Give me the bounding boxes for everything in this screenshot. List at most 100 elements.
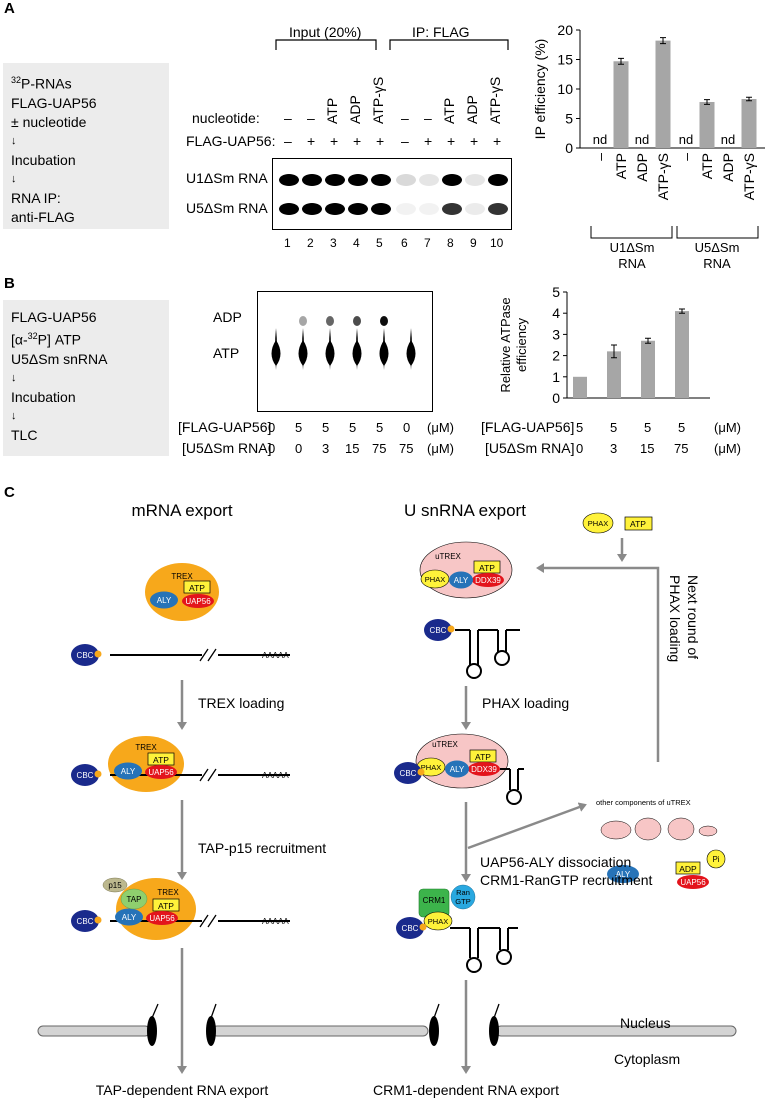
flag-mark: + xyxy=(353,133,362,149)
y-tick-label: 3 xyxy=(552,326,560,342)
atp-spot-trail xyxy=(302,328,304,370)
protocol-line: FLAG-UAP56 xyxy=(11,94,97,111)
nd-label: nd xyxy=(721,132,735,147)
chart-flag-value: 5 xyxy=(678,420,686,435)
flag-mark: + xyxy=(307,133,316,149)
tap-label: TAP xyxy=(127,895,142,904)
nucleotide-label: ATP xyxy=(441,97,457,124)
chart-u5-value: 3 xyxy=(610,441,618,456)
tlc-flag-value: 5 xyxy=(349,420,357,435)
lane-number: 6 xyxy=(401,236,408,250)
protocol-arrow: ↓ xyxy=(11,371,17,384)
u5-band xyxy=(371,203,391,215)
ip-header: IP: FLAG xyxy=(412,24,470,40)
crm1-dependent-export: CRM1-dependent RNA export xyxy=(373,1082,559,1098)
error-bar xyxy=(611,344,617,359)
chart-b-unit-1: (μM) xyxy=(714,420,741,435)
nucleotide-label: ADP xyxy=(464,95,480,124)
tap-dependent-export: TAP-dependent RNA export xyxy=(96,1082,269,1098)
y-tick-label: 2 xyxy=(552,348,560,364)
error-bar xyxy=(645,337,651,344)
lane-number: 9 xyxy=(470,236,477,250)
u5-band xyxy=(348,203,368,215)
protocol-arrow: ↓ xyxy=(11,409,17,422)
phax-label: PHAX xyxy=(421,763,441,772)
protocol-line: TLC xyxy=(11,426,38,443)
panel-b-label: B xyxy=(4,275,15,292)
lane-number: 8 xyxy=(447,236,454,250)
error-bar xyxy=(746,96,752,102)
u1-band xyxy=(465,174,485,186)
protocol-arrow: ↓ xyxy=(11,172,17,185)
phax-label: PHAX xyxy=(588,519,608,528)
nd-label: nd xyxy=(593,132,607,147)
aly-label: ALY xyxy=(450,765,465,774)
cbc-label: CBC xyxy=(77,917,94,926)
y-tick-label: 15 xyxy=(557,52,573,68)
nd-label: nd xyxy=(635,132,649,147)
lane-number: 7 xyxy=(424,236,431,250)
x-tick-label: – xyxy=(678,153,694,161)
rna-ip-gel xyxy=(272,158,512,230)
protocol-line: U5ΔSm snRNA xyxy=(11,350,108,367)
u5-band xyxy=(325,203,345,215)
adp-spot xyxy=(326,316,334,326)
x-tick-label: ATP xyxy=(699,153,715,179)
chart-flag-value: 5 xyxy=(644,420,652,435)
chart-u5-value: 0 xyxy=(576,441,584,456)
u1-band xyxy=(325,174,345,186)
tap-p15-trex-complex: TREX ATP UAP56 ALY TAP p15 CBC AAAAA xyxy=(71,877,290,940)
polya-label: AAAAA xyxy=(262,917,289,926)
flag-mark: + xyxy=(447,133,456,149)
atp-label: ATP xyxy=(475,752,491,762)
protocol-line: ± nucleotide xyxy=(11,113,87,130)
adp-spot xyxy=(299,316,307,326)
crm1-label: CRM1 xyxy=(423,896,446,905)
nucleotide-row-label: nucleotide: xyxy=(192,110,260,126)
ddx39-label: DDX39 xyxy=(471,765,497,774)
ran-label-2: GTP xyxy=(455,897,470,906)
chart-flag-value: 5 xyxy=(610,420,618,435)
lane-number: 1 xyxy=(284,236,291,250)
panel-a-protocol-box: 32P-RNAs FLAG-UAP56 ± nucleotide ↓ Incub… xyxy=(3,63,169,229)
protocol-line: anti-FLAG xyxy=(11,208,75,225)
protocol-line: P-RNAs xyxy=(21,75,72,92)
trex-complex-on-mrna: TREX ATP UAP56 ALY CBC AAAAA xyxy=(71,736,290,792)
aly-label: ALY xyxy=(616,870,631,879)
chart-b-u5-label: [U5ΔSm RNA] xyxy=(485,440,575,456)
cbc-label: CBC xyxy=(402,924,419,933)
tlc-flag-value: 5 xyxy=(295,420,303,435)
y-axis-label-2: efficiency xyxy=(514,318,529,372)
flag-mark: + xyxy=(493,133,502,149)
tlc-u5-value: 0 xyxy=(295,441,303,456)
error-bar xyxy=(679,308,685,314)
u5-band xyxy=(465,203,485,215)
pi-label: Pi xyxy=(712,855,719,864)
bar xyxy=(699,101,715,148)
atp-label: ATP xyxy=(158,901,174,911)
tlc-u5-label: [U5ΔSm RNA] xyxy=(182,440,272,456)
u5-band xyxy=(488,203,508,215)
y-axis-label-1: Relative ATPase xyxy=(498,297,513,392)
input-header: Input (20%) xyxy=(289,24,362,40)
tlc-unit-1: (μM) xyxy=(427,420,454,435)
uap56-label: UAP56 xyxy=(185,597,211,606)
utrex-complex-on-snrna: uTREX ATP DDX39 PHAX ALY CBC xyxy=(394,733,524,805)
lane-number: 5 xyxy=(376,236,383,250)
y-tick-label: 0 xyxy=(565,140,573,156)
tlc-flag-value: 0 xyxy=(268,420,276,435)
error-bar xyxy=(704,99,710,105)
lane-number: 3 xyxy=(330,236,337,250)
u5-band xyxy=(302,203,322,215)
protocol-line: RNA IP: xyxy=(11,189,61,206)
protocol-line: FLAG-UAP56 xyxy=(11,309,97,325)
nucleus-label: Nucleus xyxy=(620,1015,671,1031)
cytoplasm-label: Cytoplasm xyxy=(614,1051,680,1067)
released-aly-uap56: ALY ADP UAP56 Pi xyxy=(607,849,726,889)
error-bar xyxy=(618,57,624,65)
spot-label-adp: ADP xyxy=(213,309,242,325)
step-phax-loading: PHAX loading xyxy=(482,695,569,711)
cbc-label: CBC xyxy=(77,651,94,660)
adp-spot xyxy=(353,316,361,326)
spot-label-atp: ATP xyxy=(213,345,240,361)
